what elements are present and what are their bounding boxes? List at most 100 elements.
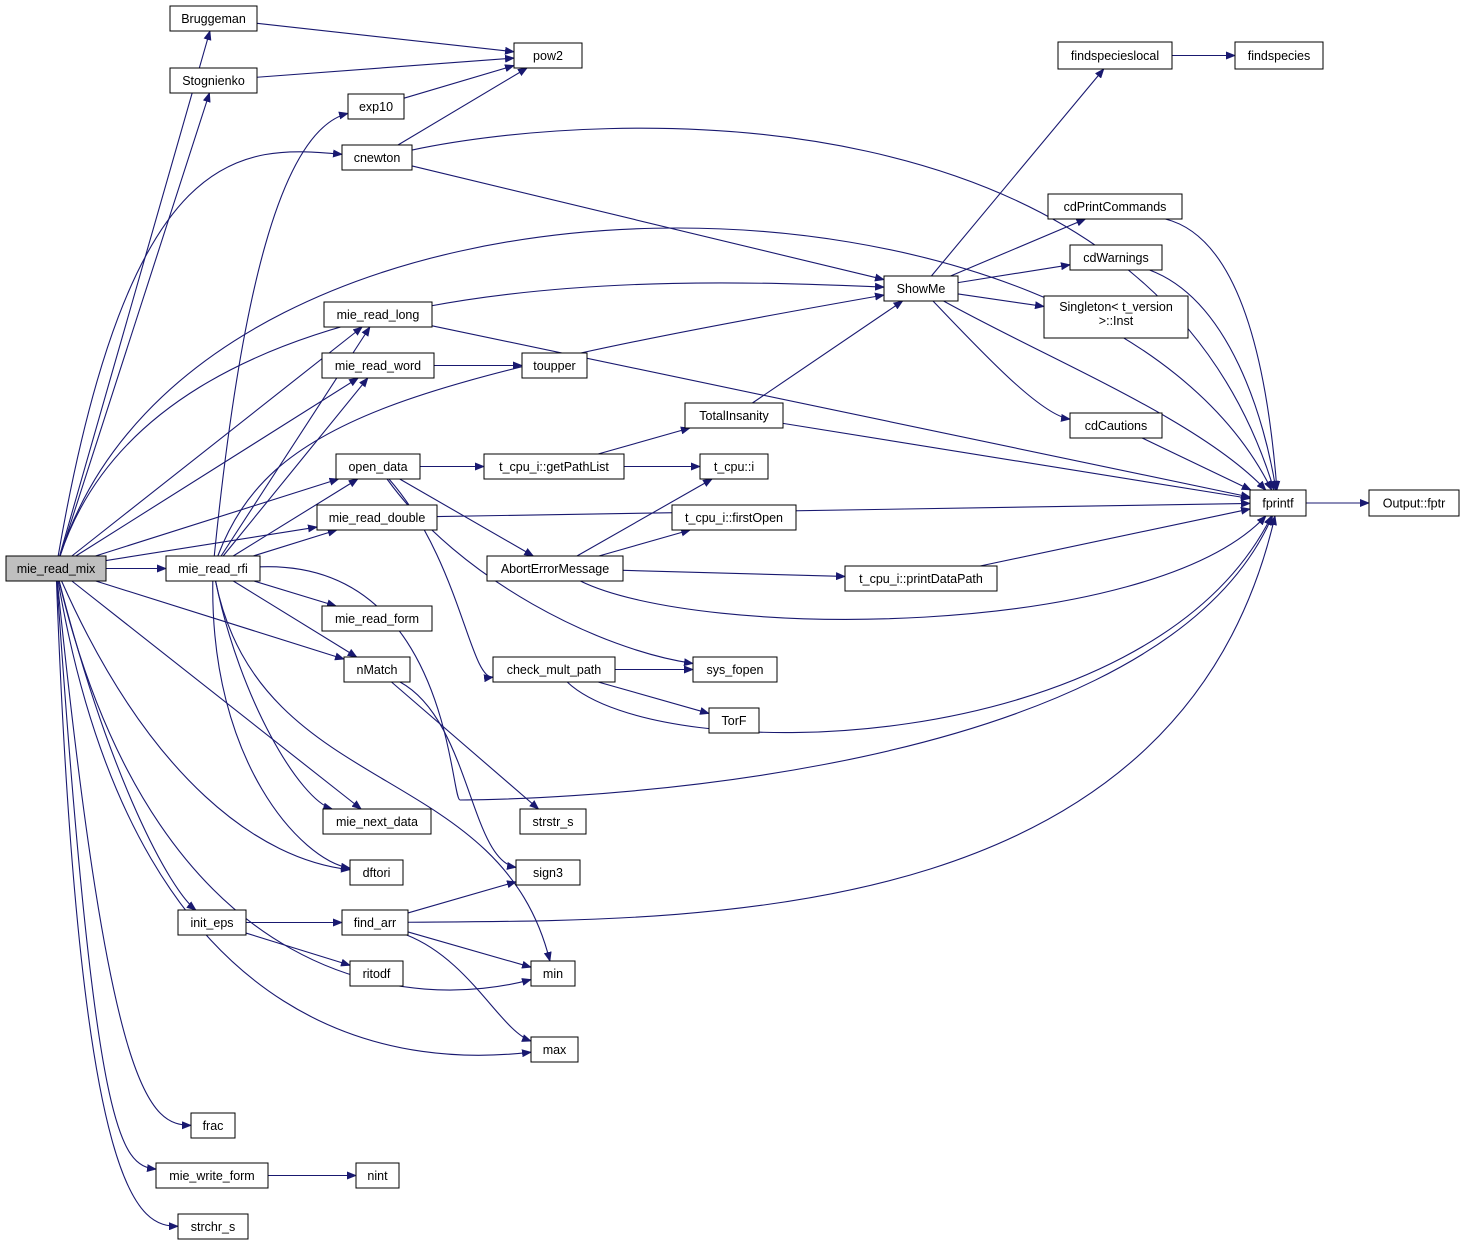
node-label: max bbox=[543, 1043, 567, 1057]
node-frac[interactable]: frac bbox=[190, 1112, 236, 1139]
node-label: TorF bbox=[722, 714, 747, 728]
node-fprintf[interactable]: fprintf bbox=[1249, 489, 1307, 517]
edge-mie_read_mix-to-mie_write_form bbox=[56, 580, 157, 1173]
node-label: cdCautions bbox=[1085, 419, 1148, 433]
node-label: sys_fopen bbox=[707, 663, 764, 677]
edge-nMatch-to-strstr_s bbox=[391, 681, 540, 810]
edge-mie_read_double-to-fprintf bbox=[436, 499, 1251, 518]
node-label: mie_read_long bbox=[337, 308, 420, 322]
node-box bbox=[530, 960, 576, 987]
node-firstOpen[interactable]: t_cpu_i::firstOpen bbox=[671, 504, 797, 531]
node-label: t_cpu_i::firstOpen bbox=[685, 511, 783, 525]
node-mie_read_mix[interactable]: mie_read_mix bbox=[5, 555, 107, 582]
node-box bbox=[1249, 489, 1307, 517]
node-sign3[interactable]: sign3 bbox=[515, 859, 581, 886]
node-label: mie_write_form bbox=[169, 1169, 254, 1183]
edge-mie_read_rfi-to-open_data bbox=[232, 478, 359, 557]
node-AbortErrorMessage[interactable]: AbortErrorMessage bbox=[486, 555, 624, 582]
node-nint[interactable]: nint bbox=[355, 1162, 400, 1189]
node-box bbox=[492, 656, 616, 683]
node-Stognienko[interactable]: Stognienko bbox=[169, 67, 258, 94]
edge-Bruggeman-to-pow2 bbox=[256, 22, 515, 55]
edge-check_mult_path-to-TorF bbox=[597, 681, 710, 715]
node-box bbox=[321, 605, 433, 632]
node-cdWarnings[interactable]: cdWarnings bbox=[1069, 244, 1163, 271]
node-mie_read_word[interactable]: mie_read_word bbox=[321, 352, 435, 379]
edge-cdPrintCommands-to-fprintf bbox=[1165, 218, 1281, 491]
node-box bbox=[521, 352, 588, 379]
node-exp10[interactable]: exp10 bbox=[347, 93, 405, 120]
edge-TotalInsanity-to-ShowMe bbox=[752, 300, 904, 404]
node-fptr[interactable]: Output::fptr bbox=[1368, 489, 1460, 517]
edge-cnewton-to-ShowMe bbox=[411, 165, 885, 282]
node-box bbox=[1069, 412, 1163, 439]
edge-mie_read_mix-to-mie_next_data bbox=[71, 580, 362, 810]
edge-init_eps-to-ritodf bbox=[245, 932, 351, 967]
node-label: mie_read_form bbox=[335, 612, 419, 626]
node-label: exp10 bbox=[359, 100, 393, 114]
node-findspecies[interactable]: findspecies bbox=[1234, 41, 1324, 70]
node-label: cnewton bbox=[354, 151, 401, 165]
node-TorF[interactable]: TorF bbox=[708, 707, 760, 734]
node-cdCautions[interactable]: cdCautions bbox=[1069, 412, 1163, 439]
node-label: cdWarnings bbox=[1083, 251, 1149, 265]
node-label: open_data bbox=[348, 460, 407, 474]
node-pow2[interactable]: pow2 bbox=[513, 42, 583, 69]
node-min[interactable]: min bbox=[530, 960, 576, 987]
node-init_eps[interactable]: init_eps bbox=[177, 909, 247, 936]
node-label: >::Inst bbox=[1099, 314, 1134, 328]
node-box bbox=[349, 960, 404, 987]
node-find_arr[interactable]: find_arr bbox=[341, 909, 409, 936]
node-label: mie_read_word bbox=[335, 359, 421, 373]
edge-mie_read_mix-to-mie_read_word bbox=[75, 377, 360, 557]
node-box bbox=[349, 859, 404, 886]
node-box bbox=[5, 555, 107, 582]
edge-mie_read_mix-to-Stognienko bbox=[59, 92, 211, 557]
node-printDataPath[interactable]: t_cpu_i::printDataPath bbox=[844, 565, 998, 592]
node-label: Stognienko bbox=[182, 74, 245, 88]
node-mie_read_double[interactable]: mie_read_double bbox=[316, 504, 438, 531]
node-ritodf[interactable]: ritodf bbox=[349, 960, 404, 987]
node-label: nMatch bbox=[357, 663, 398, 677]
node-box bbox=[1368, 489, 1460, 517]
node-sys_fopen[interactable]: sys_fopen bbox=[692, 656, 778, 683]
node-mie_read_rfi[interactable]: mie_read_rfi bbox=[165, 555, 261, 582]
node-check_mult_path[interactable]: check_mult_path bbox=[492, 656, 616, 683]
node-open_data[interactable]: open_data bbox=[335, 453, 421, 480]
edge-mie_read_mix-to-ShowMe bbox=[59, 282, 885, 557]
node-ShowMe[interactable]: ShowMe bbox=[883, 275, 959, 302]
node-toupper[interactable]: toupper bbox=[521, 352, 588, 379]
edge-mie_read_rfi-to-fprintf bbox=[259, 515, 1273, 801]
node-mie_write_form[interactable]: mie_write_form bbox=[155, 1162, 269, 1189]
node-t_cpu_i[interactable]: t_cpu::i bbox=[699, 453, 769, 480]
edge-ShowMe-to-cdCautions bbox=[932, 300, 1071, 422]
node-getPathList[interactable]: t_cpu_i::getPathList bbox=[483, 453, 625, 480]
node-max[interactable]: max bbox=[530, 1036, 579, 1063]
node-label: check_mult_path bbox=[507, 663, 602, 677]
edge-cnewton-to-pow2 bbox=[397, 67, 528, 146]
node-strstr_s[interactable]: strstr_s bbox=[519, 808, 587, 835]
node-TotalInsanity[interactable]: TotalInsanity bbox=[684, 402, 784, 429]
node-label: t_cpu_i::printDataPath bbox=[859, 572, 983, 586]
edge-Stognienko-to-pow2 bbox=[256, 54, 515, 78]
node-findspecieslocal[interactable]: findspecieslocal bbox=[1057, 41, 1173, 70]
edge-mie_read_rfi-to-ShowMe bbox=[217, 292, 885, 557]
node-strchr_s[interactable]: strchr_s bbox=[177, 1213, 249, 1240]
node-dftori[interactable]: dftori bbox=[349, 859, 404, 886]
edge-mie_read_rfi-to-min bbox=[214, 580, 552, 962]
node-mie_read_long[interactable]: mie_read_long bbox=[323, 301, 433, 328]
node-Singleton[interactable]: Singleton< t_version>::Inst bbox=[1043, 295, 1189, 339]
node-box bbox=[341, 144, 413, 171]
node-label: mie_read_double bbox=[329, 511, 426, 525]
node-box bbox=[1069, 244, 1163, 271]
node-cnewton[interactable]: cnewton bbox=[341, 144, 413, 171]
node-mie_next_data[interactable]: mie_next_data bbox=[322, 808, 432, 835]
node-mie_read_form[interactable]: mie_read_form bbox=[321, 605, 433, 632]
node-Bruggeman[interactable]: Bruggeman bbox=[169, 5, 258, 32]
edge-ShowMe-to-cdPrintCommands bbox=[950, 218, 1087, 277]
node-cdPrintCommands[interactable]: cdPrintCommands bbox=[1047, 193, 1183, 220]
edge-mie_read_rfi-to-exp10 bbox=[213, 111, 349, 557]
node-box bbox=[177, 909, 247, 936]
node-nMatch[interactable]: nMatch bbox=[343, 656, 411, 683]
